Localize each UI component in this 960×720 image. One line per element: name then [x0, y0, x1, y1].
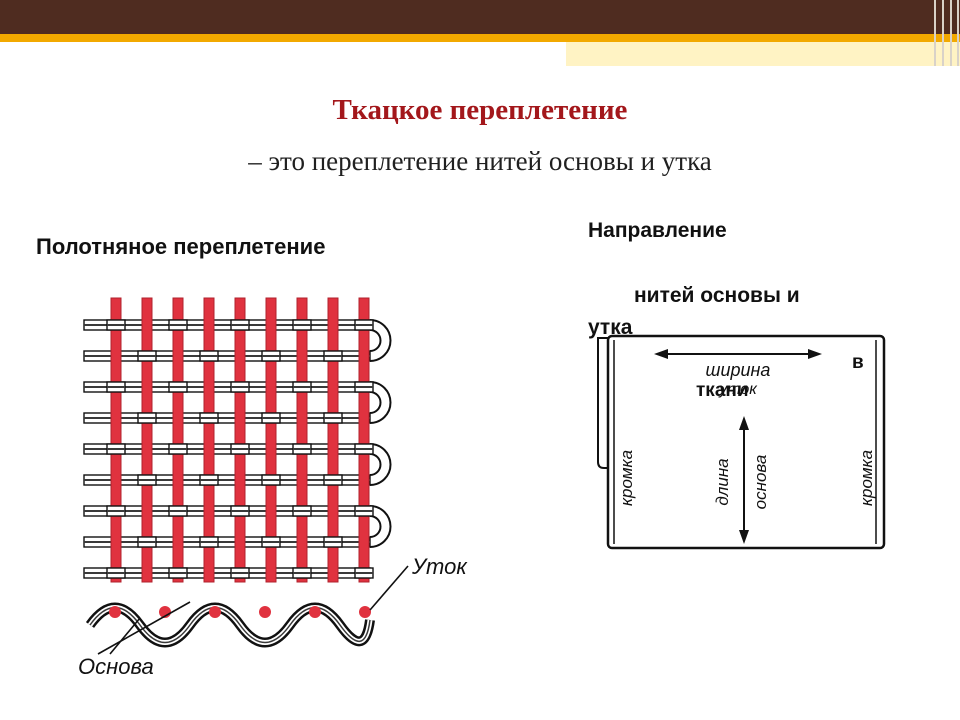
weft-label: Уток: [411, 554, 468, 579]
warp-pointer-1: [97, 601, 191, 655]
warp-thread: [358, 297, 370, 583]
wave-warp-dot: [309, 606, 321, 618]
warp-thread: [141, 297, 153, 583]
direction-text-line3: утка: [588, 316, 633, 339]
weft-loop-inner: [369, 515, 382, 538]
selvage-right-label: кромка: [857, 450, 876, 506]
direction-text-line1: Направление: [588, 219, 727, 242]
direction-text-line5: ткани: [696, 380, 749, 401]
warp-pointer-2: [109, 617, 141, 655]
fabric-direction-diagram: ширина уток длина основа кромка кромка: [597, 334, 886, 550]
warp-thread: [234, 297, 246, 583]
weft-loop-inner: [369, 391, 382, 414]
direction-text-line4: в: [852, 352, 864, 373]
warp-thread: [110, 297, 122, 583]
warp-thread: [265, 297, 277, 583]
wave-warp-dot: [359, 606, 371, 618]
warp-thread: [203, 297, 215, 583]
warp-thread: [296, 297, 308, 583]
weft-loop: [369, 505, 392, 548]
weft-loop: [369, 319, 392, 362]
selvage-left-label: кромка: [617, 450, 636, 506]
corner-decoration: [930, 0, 960, 66]
weft-loop-inner: [369, 453, 382, 476]
plain-weave-diagram: Уток Основа: [78, 297, 468, 679]
fabric-weft-label: уток: [718, 381, 758, 398]
fabric-warp-label: основа: [751, 455, 770, 510]
weft-pointer: [369, 565, 409, 611]
fabric-length-label: длина: [713, 458, 732, 505]
weft-loop-inner: [369, 329, 382, 352]
wave-warp-dots: [109, 606, 371, 618]
wave-warp-dot: [259, 606, 271, 618]
slide-title: Ткацкое переплетение: [332, 94, 628, 126]
wave-warp-dot: [109, 606, 121, 618]
accent-line: [0, 34, 960, 42]
warp-thread: [172, 297, 184, 583]
weave-heading: Полотняное переплетение: [36, 234, 326, 259]
warp-label: Основа: [78, 654, 154, 679]
direction-text-line2: нитей основы и: [634, 284, 800, 307]
weft-loop: [369, 381, 392, 424]
warp-wave: [85, 602, 375, 648]
fabric-width-label: ширина: [706, 360, 771, 380]
wave-warp-dot: [209, 606, 221, 618]
accent-light-band: [566, 42, 960, 66]
slide-subtitle: – это переплетение нитей основы и утка: [248, 146, 712, 176]
weft-loop: [369, 443, 392, 486]
warp-thread: [327, 297, 339, 583]
top-bar: [0, 0, 960, 34]
fabric-sheet: [606, 334, 886, 550]
weave-threads: [83, 297, 392, 583]
